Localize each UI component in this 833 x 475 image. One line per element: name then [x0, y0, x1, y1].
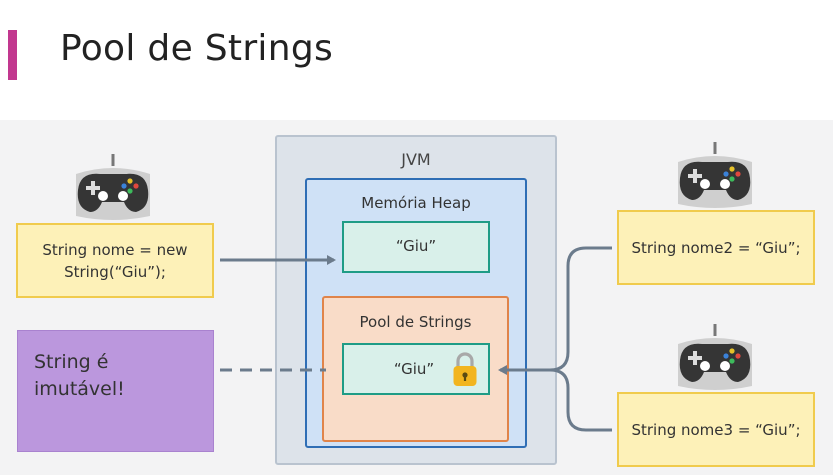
- heap-string-object: [342, 221, 490, 273]
- string-pool-label: Pool de Strings: [359, 313, 472, 331]
- title-accent-bar: [8, 30, 17, 80]
- heap-memory-label: Memória Heap: [361, 194, 471, 212]
- note-line: String é: [34, 351, 109, 373]
- note-line: imutável!: [34, 378, 125, 400]
- code-new-string-box: String nome = new String(“Giu”);: [16, 223, 214, 298]
- arrow-branch-nome3: [549, 368, 612, 432]
- pool-string-value: “Giu”: [393, 360, 435, 378]
- slide-title: Pool de Strings: [60, 28, 334, 69]
- heap-string-value: “Giu”: [395, 237, 437, 255]
- gamepad-icon: [76, 154, 150, 220]
- immutable-note-text: String é imutável!: [34, 349, 184, 403]
- jvm-label: JVM: [401, 150, 431, 169]
- code-line: String nome2 = “Giu”;: [631, 238, 801, 257]
- padlock-icon: [453, 352, 477, 386]
- gamepad-icon: [678, 324, 752, 390]
- code-line: String nome3 = “Giu”;: [631, 420, 801, 439]
- arrow-literals-to-pool: [498, 246, 612, 375]
- code-literal-nome2-box: String nome2 = “Giu”;: [617, 210, 815, 285]
- code-line: String nome = new: [42, 240, 188, 259]
- slide-header: [0, 0, 833, 120]
- gamepad-icon: [678, 142, 752, 208]
- code-line: String(“Giu”);: [64, 262, 166, 281]
- code-literal-nome3-box: String nome3 = “Giu”;: [617, 392, 815, 467]
- immutable-note: [17, 330, 214, 452]
